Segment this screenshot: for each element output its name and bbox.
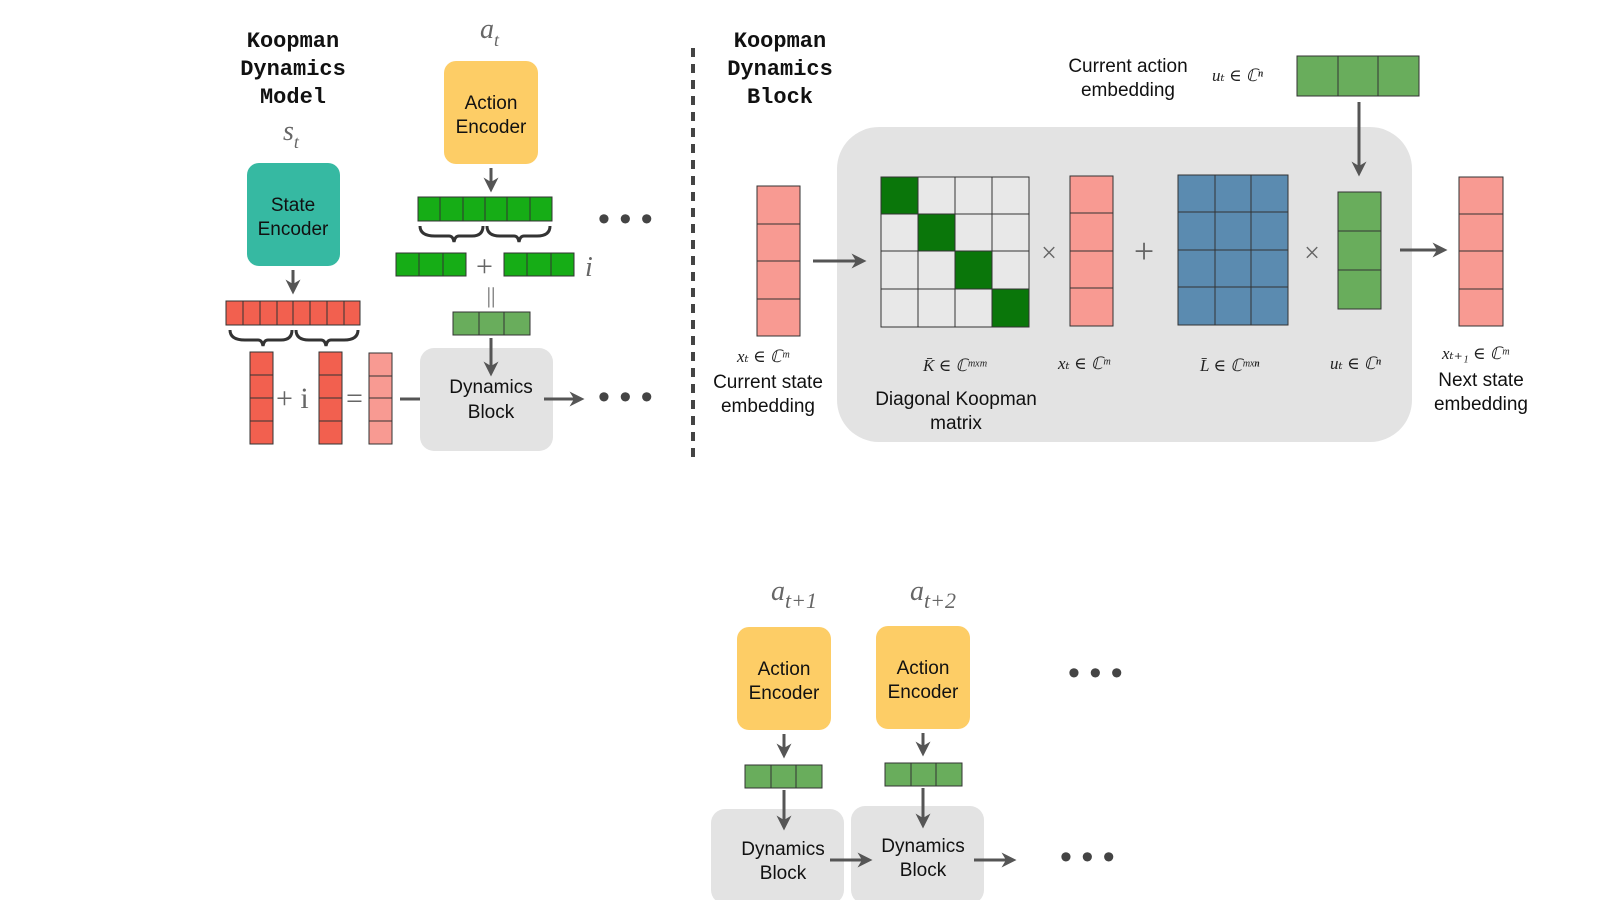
action-imag-bar — [503, 252, 575, 277]
bottom-encoder-2-label-2: Encoder — [888, 682, 959, 703]
K-caption-1: Diagonal Koopman — [875, 389, 1037, 410]
action-embedding-bar — [417, 196, 553, 222]
next-state-vector — [1458, 176, 1504, 327]
state-embedding-bar — [225, 300, 361, 326]
state-symbol: st — [283, 116, 300, 152]
bottom-block-2-label-1: Dynamics — [881, 836, 964, 857]
dynamics-block-label-2: Block — [468, 402, 515, 423]
brace-left — [228, 329, 294, 347]
action-plus: + — [476, 250, 493, 283]
action-encoder-label-2: Encoder — [456, 117, 527, 138]
right-panel: Koopman Dynamics Block Current action em… — [713, 29, 1528, 442]
left-title-line1: Koopman — [247, 29, 339, 54]
action-brace-right — [485, 225, 552, 243]
L-label: L̄ ∈ ℂᵐˣⁿ — [1199, 356, 1260, 375]
action-real-bar — [395, 252, 467, 277]
bottom-block-2-label-2: Block — [900, 860, 947, 881]
koopman-matrix — [880, 176, 1030, 328]
imag-part-bar — [318, 351, 343, 445]
dynamics-block-label-1: Dynamics — [449, 377, 532, 398]
x-label-mid: xₜ ∈ ℂᵐ — [1057, 354, 1111, 373]
a2-symbol: at+2 — [910, 576, 956, 613]
current-state-caption-1: Current state — [713, 372, 823, 393]
current-state-caption-2: embedding — [721, 396, 815, 417]
right-title-line2: Dynamics — [727, 57, 833, 82]
L-matrix — [1177, 174, 1289, 326]
dynamics-block-box — [420, 348, 553, 451]
times-2: × — [1304, 238, 1320, 269]
bottom-ellipsis-top: • • • — [1068, 654, 1123, 692]
state-vector-mid — [1069, 175, 1114, 327]
action-encoder-label-1: Action — [465, 93, 518, 114]
x-label-left: xₜ ∈ ℂᵐ — [736, 347, 790, 366]
parallel-sign: || — [487, 283, 496, 308]
equals-sign: = — [346, 382, 363, 415]
bottom-dynamics-block-1 — [711, 809, 844, 900]
next-label: xₜ₊₁ ∈ ℂᵐ — [1441, 344, 1510, 363]
bottom-action-encoder-2 — [876, 626, 970, 729]
ellipsis-top: • • • — [598, 200, 653, 238]
ellipsis-mid: • • • — [598, 378, 653, 416]
action-encoder-box — [444, 61, 538, 164]
u-label-mid: uₜ ∈ ℂⁿ — [1330, 354, 1382, 373]
bottom-dynamics-block-2 — [851, 806, 984, 900]
left-title-line3: Model — [260, 85, 326, 110]
state-encoder-box — [247, 163, 340, 266]
left-panel: Koopman Dynamics Model st State Encoder … — [225, 14, 653, 451]
action-vector-mid — [1337, 191, 1382, 310]
action-brace-left — [418, 225, 485, 243]
bottom-encoder-1-label-2: Encoder — [749, 683, 820, 704]
real-part-bar — [249, 351, 274, 445]
bottom-block-1-label-1: Dynamics — [741, 839, 824, 860]
plus-i: + i — [276, 382, 309, 415]
action-embedding-label-1: Current action — [1068, 56, 1187, 77]
current-state-vector — [756, 185, 801, 337]
next-caption-1: Next state — [1438, 370, 1524, 391]
bottom-ellipsis-bottom: • • • — [1060, 838, 1115, 876]
next-caption-2: embedding — [1434, 394, 1528, 415]
left-title-line2: Dynamics — [240, 57, 346, 82]
a1-symbol: at+1 — [771, 576, 817, 613]
bottom-action-encoder-1 — [737, 627, 831, 730]
complex-state-bar — [368, 352, 393, 445]
K-label: K̄ ∈ ℂᵐˣᵐ — [922, 356, 987, 375]
bottom-encoder-2-label-1: Action — [897, 658, 950, 679]
right-title-line1: Koopman — [734, 29, 826, 54]
K-caption-2: matrix — [930, 413, 982, 434]
bottom-panel: at+1 at+2 Action Encoder Action Encoder … — [711, 576, 1123, 900]
action-symbol: at — [480, 14, 500, 50]
right-title-line3: Block — [747, 85, 813, 110]
state-encoder-label-1: State — [271, 195, 315, 216]
bottom-block-1-label-2: Block — [760, 863, 807, 884]
bottom-action-bar-1 — [744, 764, 823, 789]
state-encoder-label-2: Encoder — [258, 219, 329, 240]
u-label-top: uₜ ∈ ℂⁿ — [1212, 66, 1264, 85]
bottom-action-bar-2 — [884, 762, 963, 787]
i-label: i — [585, 252, 593, 283]
brace-right — [294, 329, 360, 347]
complex-action-bar — [452, 311, 531, 336]
plus-right: + — [1134, 231, 1154, 271]
times-1: × — [1041, 238, 1057, 269]
action-embedding-top — [1296, 55, 1420, 97]
action-embedding-label-2: embedding — [1081, 80, 1175, 101]
bottom-encoder-1-label-1: Action — [758, 659, 811, 680]
